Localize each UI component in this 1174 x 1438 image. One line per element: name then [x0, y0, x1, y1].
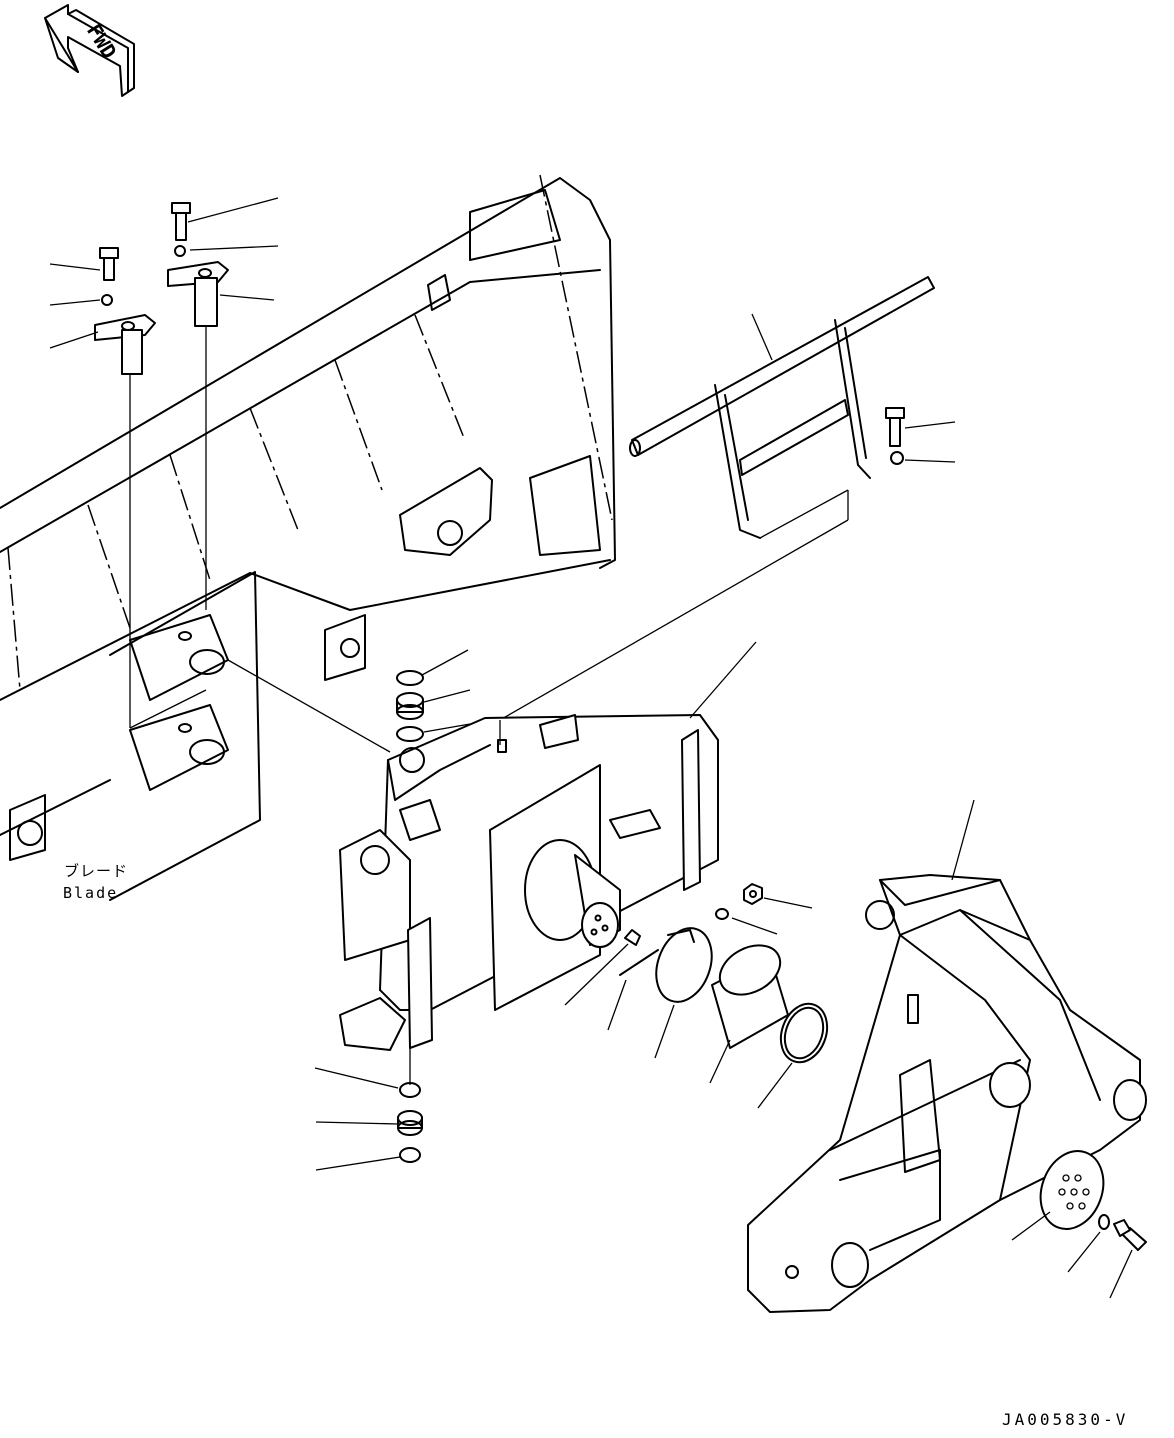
center-frame-assembly	[227, 641, 757, 1085]
retainer-parts	[654, 927, 829, 1109]
document-code: JA005830-V	[1002, 1410, 1129, 1429]
small-hardware	[564, 883, 813, 1031]
tube-guard	[499, 276, 956, 721]
yoke-assembly	[747, 799, 1147, 1313]
blade-label-en: Blade	[63, 884, 119, 902]
blade-label-jp: ブレード	[64, 862, 129, 880]
upper-pin-right	[167, 197, 279, 610]
lower-ring-stack	[314, 1067, 423, 1171]
fwd-arrow-icon: FWD	[44, 4, 135, 97]
upper-ring-stack	[396, 649, 471, 742]
cover-plate	[1011, 1150, 1147, 1299]
upper-pin-left	[49, 247, 207, 729]
blade-assembly	[0, 174, 616, 901]
